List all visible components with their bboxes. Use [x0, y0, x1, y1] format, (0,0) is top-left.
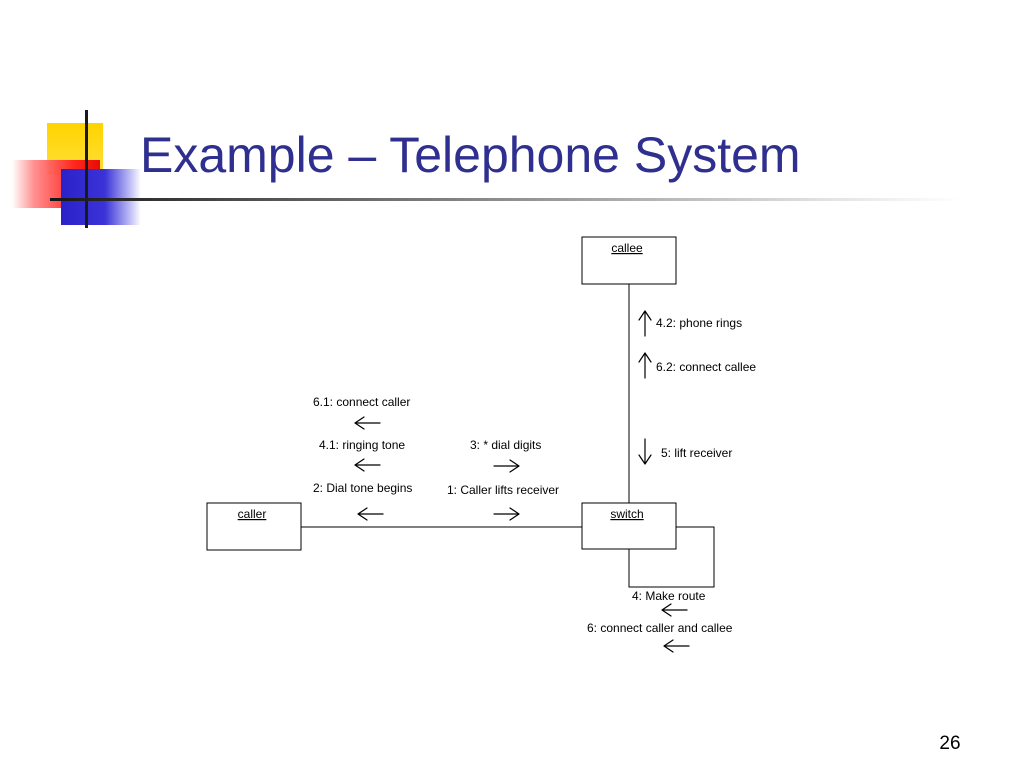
- message-connect-both: 6: connect caller and callee: [587, 621, 733, 635]
- message-ringing-tone: 4.1: ringing tone: [319, 438, 405, 452]
- object-caller: caller: [206, 502, 302, 551]
- arrow-up-connect-callee: [638, 352, 652, 379]
- object-callee-label: callee: [611, 241, 643, 255]
- slide-title: Example – Telephone System: [140, 127, 801, 183]
- page-number: 26: [939, 733, 961, 754]
- arrow-left-connect-caller: [354, 416, 381, 430]
- message-phone-rings: 4.2: phone rings: [656, 316, 742, 330]
- message-connect-callee: 6.2: connect callee: [656, 360, 756, 374]
- message-connect-caller: 6.1: connect caller: [313, 395, 410, 409]
- object-callee: callee: [581, 236, 677, 285]
- arrow-left-ringing-tone: [354, 458, 381, 472]
- link-switch-self: [628, 526, 715, 588]
- object-caller-label: caller: [238, 507, 267, 521]
- object-switch: switch: [581, 502, 677, 550]
- arrow-right-caller-lifts: [493, 507, 520, 521]
- arrow-left-make-route: [661, 603, 688, 617]
- arrow-up-phone-rings: [638, 310, 652, 337]
- logo-blue-square: [61, 169, 141, 225]
- arrow-right-dial-digits: [493, 459, 520, 473]
- message-lift-receiver: 5: lift receiver: [661, 446, 732, 460]
- arrow-down-lift-receiver: [638, 438, 652, 465]
- title-underline: [50, 198, 962, 201]
- message-dial-tone: 2: Dial tone begins: [313, 481, 412, 495]
- message-caller-lifts: 1: Caller lifts receiver: [447, 483, 559, 497]
- message-make-route: 4: Make route: [632, 589, 706, 603]
- arrow-left-dial-tone: [357, 507, 384, 521]
- object-switch-label: switch: [610, 507, 643, 521]
- message-dial-digits: 3: * dial digits: [470, 438, 541, 452]
- logo-vertical-line: [85, 110, 88, 228]
- arrow-left-connect-both: [663, 639, 690, 653]
